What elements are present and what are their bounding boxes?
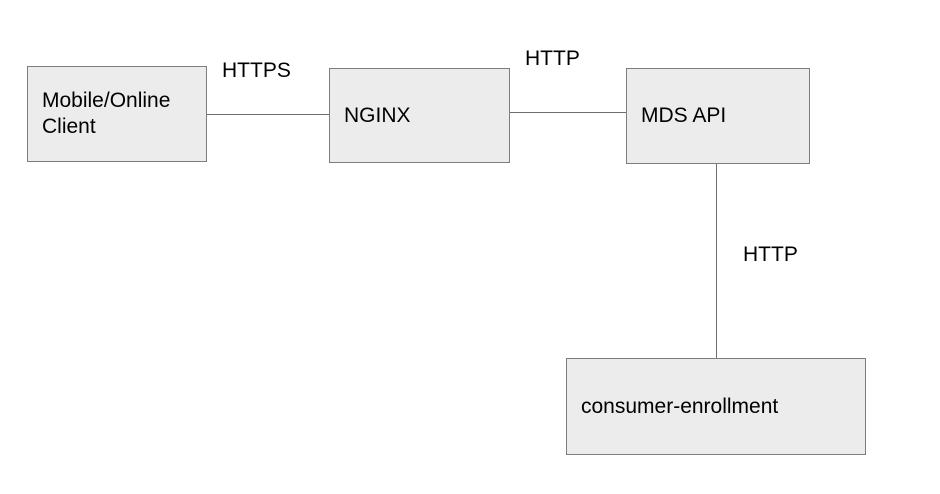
node-nginx-label: NGINX [344,103,411,127]
edge-client-nginx [207,114,329,115]
node-mds-api: MDS API [626,68,810,164]
node-consumer-enrollment: consumer-enrollment [566,358,866,455]
node-mobile-online-client: Mobile/Online Client [27,66,207,162]
edge-mds-consumer [716,164,717,358]
edge-nginx-mds [510,112,626,113]
edge-label-http-mds-consumer: HTTP [743,243,798,266]
node-consumer-enrollment-label: consumer-enrollment [581,394,779,418]
node-mds-api-label: MDS API [641,104,727,127]
node-mobile-online-client-label: Mobile/Online Client [42,89,171,138]
edge-label-https: HTTPS [222,59,291,82]
edge-label-http-nginx-mds: HTTP [525,47,580,70]
node-nginx: NGINX [329,68,510,163]
